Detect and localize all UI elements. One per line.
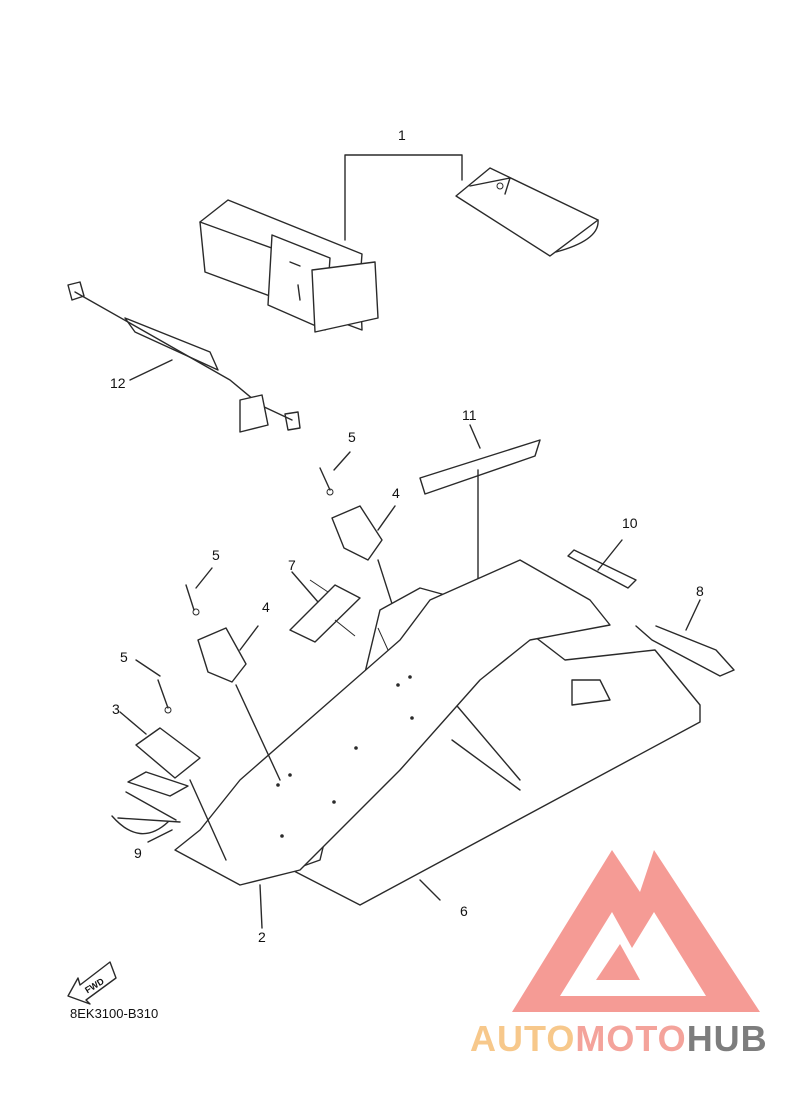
callout-8: 8 <box>696 583 704 599</box>
callout-5-upper: 5 <box>348 429 356 445</box>
strip-part-11 <box>419 424 541 591</box>
watermark-moto: MOTO <box>575 1018 687 1059</box>
watermark-text: AUTOMOTOHUB <box>470 1018 768 1060</box>
callout-2: 2 <box>258 929 266 945</box>
callout-4-middle: 4 <box>262 599 270 615</box>
watermark-auto: AUTO <box>470 1018 576 1059</box>
callout-5-lower: 5 <box>120 649 128 665</box>
mounting-holes-icon <box>276 675 414 838</box>
hinge-bracket-lower <box>119 659 227 861</box>
callout-4-upper: 4 <box>392 485 400 501</box>
bar-part-10 <box>567 539 637 589</box>
callout-7: 7 <box>288 557 296 573</box>
callout-1: 1 <box>398 127 406 143</box>
callout-11: 11 <box>462 407 477 423</box>
callout-9: 9 <box>134 845 142 861</box>
callout-10: 10 <box>622 515 638 531</box>
fwd-arrow-icon: FWD <box>67 961 117 1005</box>
watermark-hub: HUB <box>686 1018 768 1059</box>
clip-bracket-middle <box>185 567 281 781</box>
seat-base-part-2 <box>174 559 611 929</box>
tool-kit-part <box>199 154 599 333</box>
pin-part-9 <box>111 791 181 843</box>
callout-12: 12 <box>110 375 126 391</box>
callout-6: 6 <box>460 903 468 919</box>
label-part-7 <box>289 571 389 651</box>
watermark-logo-icon <box>512 850 760 1012</box>
rod-part-8 <box>635 599 735 677</box>
drawing-code: 8EK3100-B310 <box>70 1006 159 1021</box>
seat-lock-cable-part <box>67 281 301 433</box>
callout-5-middle: 5 <box>212 547 220 563</box>
callout-3: 3 <box>112 701 120 717</box>
